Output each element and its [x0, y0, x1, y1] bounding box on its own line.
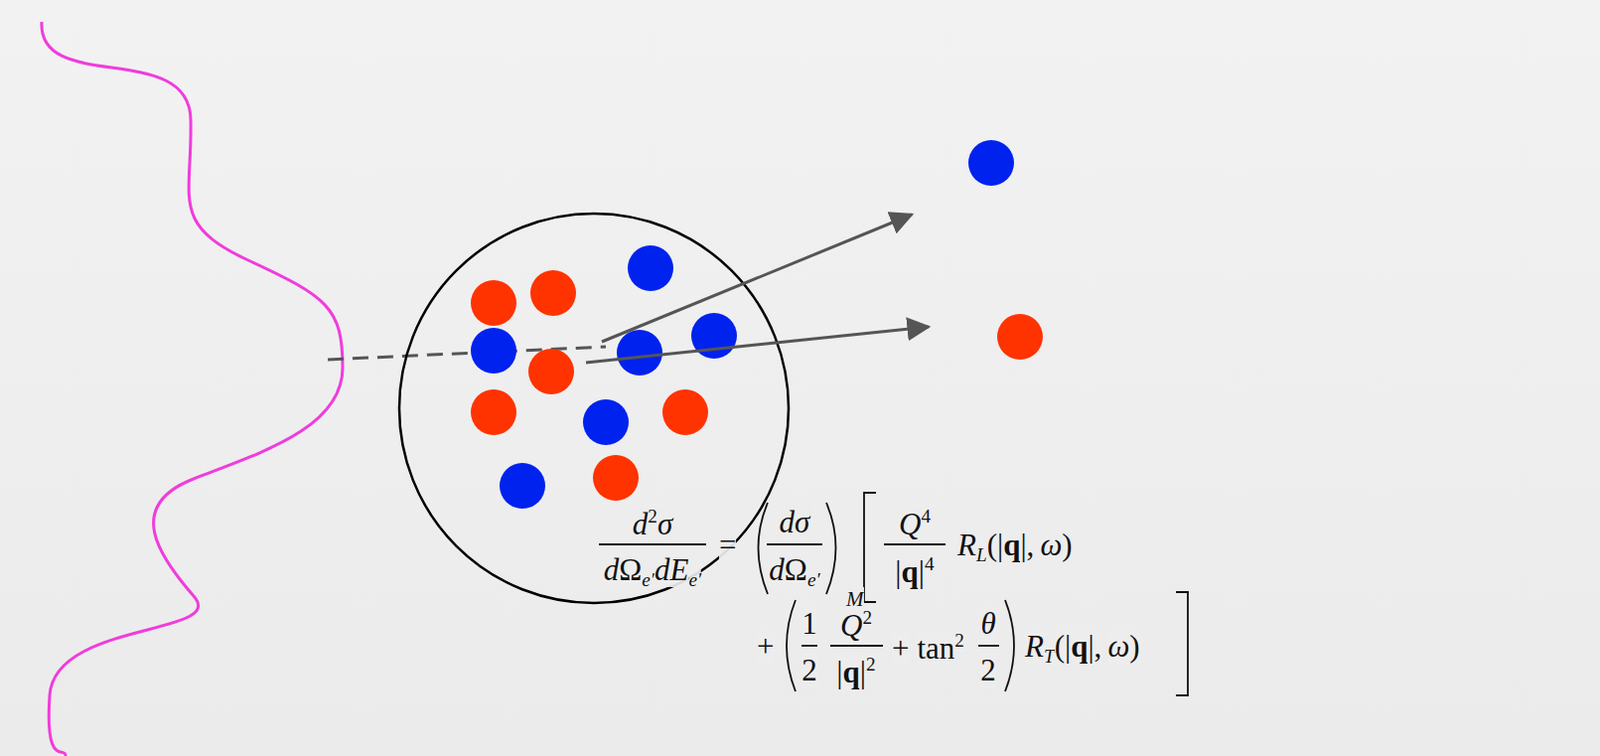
- formula-group: RL(|q|,ω): [957, 529, 1073, 565]
- formula-group: Q2: [840, 607, 873, 641]
- formula-symbol: +: [891, 630, 909, 666]
- formula-symbol: 2: [980, 652, 997, 688]
- ejected-proton: [997, 313, 1043, 360]
- formula-symbol: d: [768, 552, 785, 587]
- formula-group: d2σ: [632, 506, 673, 540]
- formula-group: 2: [980, 654, 997, 686]
- nucleus-outline: [399, 213, 789, 603]
- formula-symbol: d: [632, 506, 649, 542]
- formula-symbol: 1: [801, 605, 818, 641]
- formula-group: 2: [801, 654, 818, 686]
- formula-symbol: E: [670, 552, 690, 587]
- formula-symbol: Q: [840, 607, 863, 643]
- formula-symbol: d: [779, 504, 796, 540]
- formula-group: dΩe′dEe′: [603, 554, 702, 589]
- formula-symbol: =: [719, 527, 736, 563]
- formula-symbol: ): [1129, 628, 1140, 664]
- formula-group: =: [719, 529, 736, 561]
- formula-symbol: 2: [801, 652, 818, 688]
- formula-symbol: 4: [920, 505, 931, 527]
- formula-symbol: Ω: [618, 552, 642, 587]
- formula-symbol: ω: [1039, 527, 1062, 563]
- formula-symbol: +: [756, 628, 774, 664]
- formula-symbol: T: [1043, 645, 1055, 667]
- formula-symbol: 2: [647, 505, 658, 527]
- formula-group: RT(|q|,ω): [1024, 630, 1141, 666]
- formula-symbol: e′: [807, 569, 821, 590]
- knockout-arrow: [601, 214, 912, 342]
- formula-group: +tan2: [891, 630, 965, 664]
- formula-group: dΩe′: [768, 554, 820, 589]
- formula-symbol: R: [957, 527, 977, 563]
- formula-symbol: L: [976, 544, 988, 566]
- formula-symbol: tan: [916, 630, 955, 666]
- formula-symbol: |,: [1087, 628, 1102, 664]
- formula-symbol: Q: [898, 506, 921, 542]
- formula-symbol: d: [654, 552, 671, 587]
- formula-symbol: ω: [1107, 628, 1130, 664]
- formula-symbol: q: [1070, 628, 1088, 664]
- formula-symbol: R: [1024, 628, 1044, 664]
- formula-group: |q|2: [836, 654, 875, 688]
- formula-group: Q4: [898, 506, 931, 540]
- formula-symbol: d: [603, 552, 620, 587]
- formula-symbol: 2: [866, 653, 876, 675]
- formula-group: |q|4: [894, 554, 934, 587]
- formula-symbol: θ: [980, 605, 996, 641]
- knockout-arrow: [585, 326, 929, 363]
- formula-group: 1: [801, 607, 818, 639]
- formula-symbol: 2: [954, 629, 965, 651]
- formula-symbol: q: [901, 554, 919, 589]
- photon-wave: [41, 21, 343, 756]
- formula-symbol: |,: [1019, 527, 1034, 563]
- formula-group: M: [846, 580, 865, 611]
- formula-symbol: Ω: [784, 552, 808, 587]
- formula-symbol: 4: [924, 553, 935, 575]
- formula-symbol: |: [918, 554, 925, 589]
- formula-symbol: (|: [1054, 628, 1072, 664]
- formula-symbol: 2: [862, 606, 873, 628]
- ejected-neutron: [968, 140, 1015, 186]
- formula-symbol: q: [1003, 527, 1020, 563]
- formula-symbol: q: [843, 654, 861, 690]
- formula-symbol: e′: [688, 569, 702, 590]
- formula-group: dσ: [779, 506, 811, 538]
- formula-group: +: [756, 630, 774, 662]
- formula-symbol: ): [1061, 527, 1072, 563]
- formula-symbol: |: [860, 654, 867, 690]
- formula-symbol: (|: [987, 527, 1005, 563]
- formula-symbol: σ: [657, 506, 673, 542]
- formula-symbol: e′: [641, 569, 655, 590]
- formula-symbol: σ: [794, 504, 810, 540]
- nucleons: [470, 245, 737, 509]
- formula-group: θ: [980, 607, 996, 639]
